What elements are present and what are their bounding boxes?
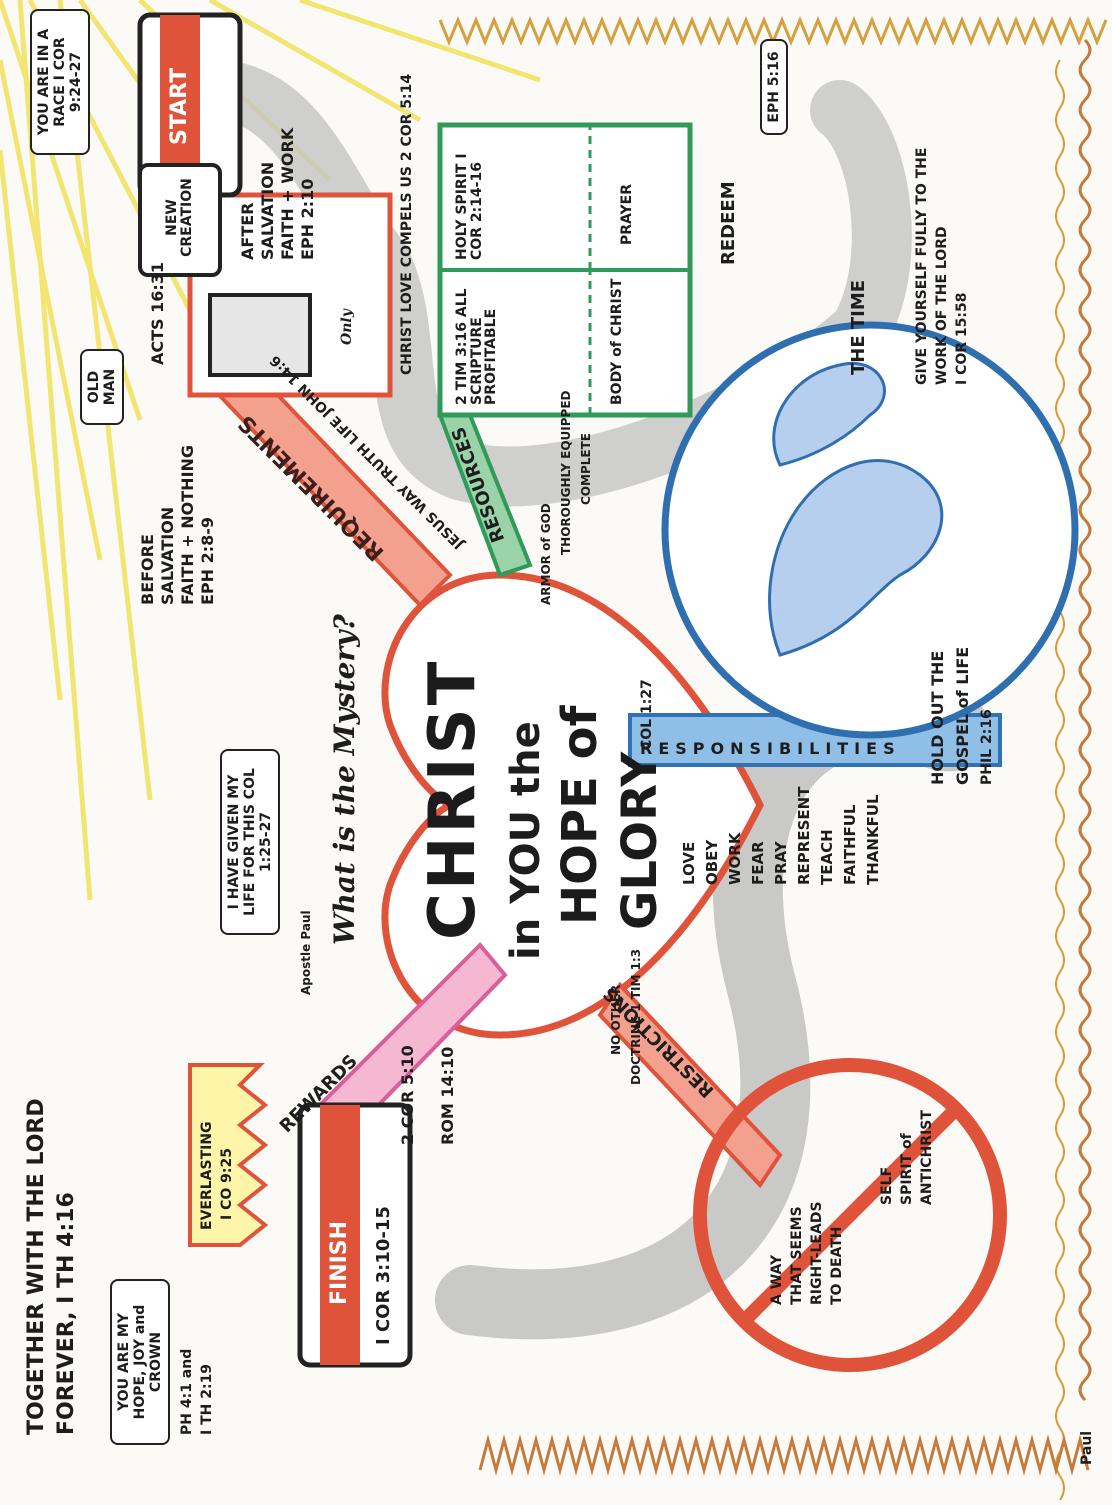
mystery-question: What is the Mystery? xyxy=(328,614,361,945)
armor-text: ARMOR of GOD xyxy=(539,503,553,605)
before-salvation-1: BEFORE xyxy=(138,534,157,605)
after-salvation-1: AFTER xyxy=(238,202,257,260)
crown-line-2: I CO 9:25 xyxy=(219,1148,235,1220)
give-line-2: WORK OF THE LORD xyxy=(934,226,950,385)
no-sign-a4: TO DEATH xyxy=(829,1226,845,1305)
before-salvation-3: FAITH + NOTHING xyxy=(178,444,197,605)
give-line-1: GIVE YOURSELF FULLY TO THE xyxy=(914,147,930,385)
hope-ref-1: PH 4:1 and xyxy=(179,1348,195,1435)
crown-icon xyxy=(188,1063,269,1247)
start-band xyxy=(160,15,200,195)
globe-land-2 xyxy=(772,362,886,467)
apostle-quote-bubble: I HAVE GIVEN MY LIFE FOR THIS COL 1:25-2… xyxy=(220,749,280,935)
resp-item: LOVE xyxy=(680,841,698,885)
door-icon xyxy=(208,293,312,377)
hold-out-3: PHIL 2:16 xyxy=(979,709,995,785)
resp-item: FAITHFUL xyxy=(841,804,859,886)
start-label: START xyxy=(167,67,192,145)
rewards-ref-1: 2 COR 5:10 xyxy=(398,1045,417,1145)
together-line-1: TOGETHER WITH THE LORD xyxy=(24,1098,49,1435)
no-sign-a3: RIGHT-LEADS xyxy=(809,1201,825,1305)
thoroughly-text: THOROUGHLY EQUIPPED xyxy=(559,390,573,555)
right-squiggle-border-2 xyxy=(1055,59,1065,1501)
crown-line-1: EVERLASTING xyxy=(199,1121,215,1230)
no-sign-icon xyxy=(693,1058,1007,1372)
no-sign-b3: ANTICHRIST xyxy=(919,1110,935,1205)
resp-item: REPRESENT xyxy=(795,786,813,885)
hope-bubble: YOU ARE MY HOPE, JOY and CROWN xyxy=(110,1279,170,1445)
before-salvation-2: SALVATION xyxy=(158,506,177,605)
complete-text: COMPLETE xyxy=(579,433,593,505)
compels-text: CHRIST LOVE COMPELS US 2 COR 5:14 xyxy=(399,73,415,375)
center-line-1: CHRIST xyxy=(416,658,490,940)
apostle-label: Apostle Paul xyxy=(299,910,313,995)
redeem-label: REDEEM xyxy=(718,181,739,265)
old-man-bubble: OLD MAN xyxy=(80,349,124,425)
center-line-4: GLORY xyxy=(612,751,668,930)
after-salvation-2: SALVATION xyxy=(258,161,277,260)
give-line-3: I COR 15:58 xyxy=(954,292,970,385)
globe-land xyxy=(768,459,944,657)
resp-item: FEAR xyxy=(749,841,767,885)
after-salvation-3: FAITH + WORK xyxy=(278,127,297,260)
no-sign-slash xyxy=(740,1105,960,1325)
resp-item: OBEY xyxy=(703,839,721,885)
the-time-label: THE TIME xyxy=(848,279,869,375)
hold-out-1: HOLD OUT THE xyxy=(928,650,947,785)
center-line-3: HOPE of xyxy=(552,705,608,925)
hope-ref-2: I TH 2:19 xyxy=(199,1363,215,1435)
after-salvation-4: EPH 2:10 xyxy=(298,178,317,260)
rewards-ref-2: ROM 14:10 xyxy=(438,1046,457,1145)
race-bubble: YOU ARE IN A RACE I COR 9:24-27 xyxy=(30,9,90,155)
resp-item: PRAY xyxy=(772,841,790,885)
book-page-1: 2 TIM 3:16 ALL SCRIPTURE PROFITABLE xyxy=(454,288,500,405)
acts-ref: ACTS 16:31 xyxy=(148,261,167,365)
resp-item: WORK xyxy=(726,832,744,885)
hold-out-2: GOSPEL of LIFE xyxy=(953,646,972,785)
resp-item: THANKFUL xyxy=(864,794,882,885)
new-creation-label: NEW CREATION xyxy=(164,178,195,257)
before-salvation-4: EPH 2:8-9 xyxy=(198,516,217,605)
no-sign-a1: A WAY xyxy=(769,1254,785,1305)
new-creation-box xyxy=(138,163,222,277)
right-squiggle-border xyxy=(1078,38,1092,1402)
book-page-3: BODY of CHRIST xyxy=(609,278,625,405)
together-line-2: FOREVER, I TH 4:16 xyxy=(54,1192,79,1435)
finish-band xyxy=(320,1105,360,1365)
restrictions-band xyxy=(597,981,783,1189)
no-sign-a2: THAT SEEMS xyxy=(789,1206,805,1305)
only-label: Only xyxy=(339,309,355,345)
responsibilities-label: RESPONSIBILITIES xyxy=(640,739,901,759)
book-page-2: HOLY SPIRIT I COR 2:14-16 xyxy=(454,153,485,260)
no-other-2: DOCTRINE 1 TIM 1:3 xyxy=(629,948,643,1085)
bottom-squiggle-border xyxy=(478,1434,1090,1476)
center-line-2: in YOU the xyxy=(503,721,549,960)
no-other-1: NO OTHER xyxy=(609,984,623,1055)
book-page-4: PRAYER xyxy=(619,183,635,245)
responsibilities-list: LOVE OBEY WORK FEAR PRAY REPRESENT TEACH… xyxy=(680,787,887,885)
no-sign-b1: SELF xyxy=(879,1166,895,1205)
finish-ref: I COR 3:10-15 xyxy=(373,1206,394,1345)
heart-shape xyxy=(381,571,764,1039)
resp-item: TEACH xyxy=(818,829,836,885)
finish-label: FINISH xyxy=(327,1220,352,1305)
no-sign-b2: SPIRIT of xyxy=(899,1133,915,1205)
paul-label: Paul xyxy=(1079,1430,1095,1465)
eph-badge: EPH 5:16 xyxy=(760,39,788,135)
